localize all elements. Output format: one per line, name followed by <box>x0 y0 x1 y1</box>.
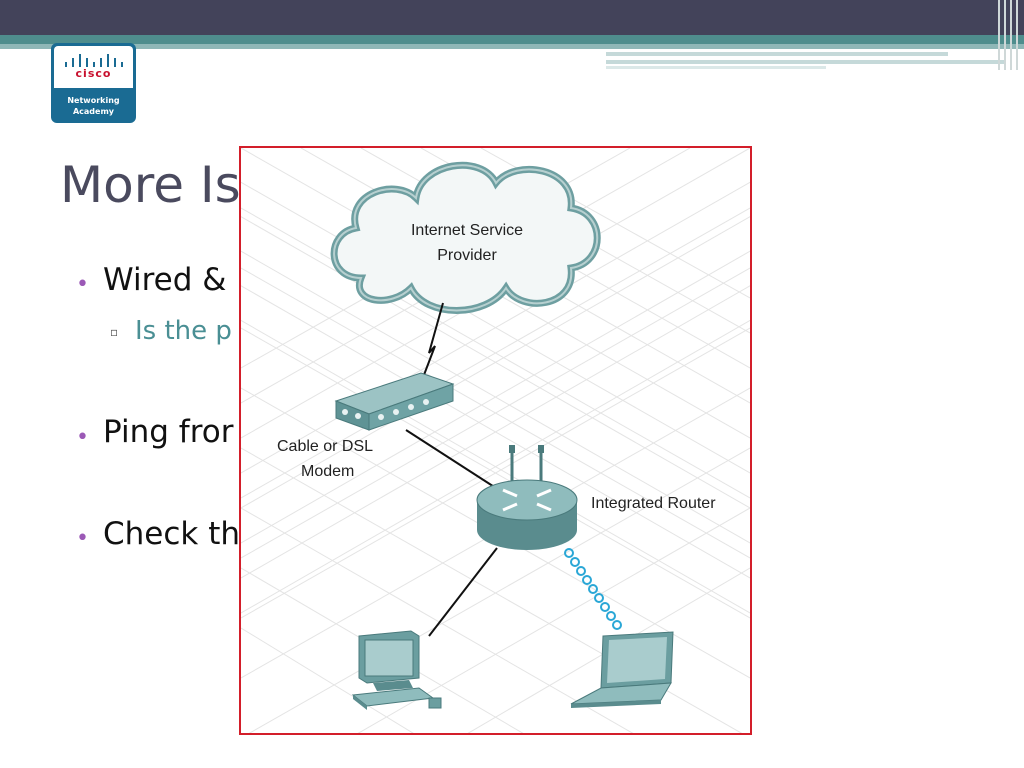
sub-bullet-marker: ▫ <box>110 325 119 339</box>
modem-label-line1: Cable or DSL <box>277 438 373 455</box>
slide-title: More Is <box>60 156 241 214</box>
cloud-label-line2: Provider <box>437 247 497 264</box>
bullet-dot: • <box>76 425 89 450</box>
cisco-networking-academy-logo: cisco Networking Academy <box>51 43 136 123</box>
laptop-icon <box>570 631 674 708</box>
wireless-link <box>564 548 622 630</box>
router-label: Integrated Router <box>591 495 716 512</box>
bullet-3: Check th <box>103 516 241 552</box>
modem-label-line2: Modem <box>301 463 354 480</box>
network-diagram: Internet Service Provider Cable or DSL M… <box>239 146 752 735</box>
cloud-label-line1: Internet Service <box>411 222 523 239</box>
teal-stripe-light <box>0 44 1024 49</box>
teal-stripe <box>0 35 1024 44</box>
top-banner <box>0 0 1024 35</box>
modem-icon <box>334 372 455 431</box>
logo-line-1: Networking <box>67 96 120 105</box>
decor-line <box>606 66 826 69</box>
cisco-bars-icon <box>65 53 123 67</box>
bullet-2: Ping fror <box>103 414 234 450</box>
modem-router-link <box>405 429 500 491</box>
bullet-1: Wired & <box>103 262 227 298</box>
bullet-dot: • <box>76 526 89 551</box>
network-diagram-svg: Internet Service Provider Cable or DSL M… <box>241 148 750 733</box>
bullet-dot: • <box>76 272 89 297</box>
logo-line-2: Academy <box>72 107 115 116</box>
desktop-computer-icon <box>351 630 442 710</box>
wan-link <box>418 302 444 389</box>
decor-line <box>606 60 1006 64</box>
sub-bullet-1: Is the p <box>135 316 232 346</box>
integrated-router-icon <box>476 445 578 550</box>
wired-link <box>428 547 498 637</box>
logo-brand: cisco <box>75 67 112 80</box>
internet-cloud-icon <box>330 161 601 314</box>
decor-vertical-stripes <box>994 0 1024 70</box>
decor-line <box>606 52 948 56</box>
